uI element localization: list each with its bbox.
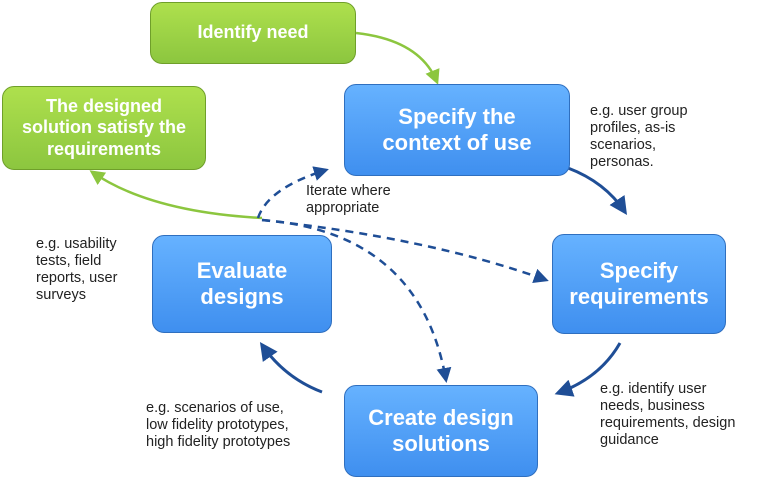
requirements-examples-note: e.g. identify user needs, business requi… <box>600 381 736 448</box>
arrow-requirements-to-solutions <box>554 342 622 397</box>
iterate-note: Iterate where appropriate <box>306 183 391 216</box>
solution-satisfies-box: The designed solution satisfy the requir… <box>2 86 206 170</box>
specify-context-label: Specify the context of use <box>382 104 532 155</box>
dashed-arrow-to-context <box>256 166 329 219</box>
identify-need-box: Identify need <box>150 2 356 64</box>
solution-satisfies-label: The designed solution satisfy the requir… <box>21 96 187 159</box>
dashed-arrow-to-solutions <box>261 218 452 383</box>
specify-requirements-label: Specify requirements <box>569 258 709 309</box>
arrow-solutions-to-evaluate <box>259 342 323 394</box>
arrow-to-solution-satisfied <box>89 170 263 220</box>
solutions-examples-note: e.g. scenarios of use, low fidelity prot… <box>146 400 291 450</box>
create-solutions-box: Create design solutions <box>344 385 538 477</box>
specify-context-box: Specify the context of use <box>344 84 570 176</box>
specify-requirements-box: Specify requirements <box>552 234 726 334</box>
context-examples-note: e.g. user group profiles, as-is scenario… <box>590 103 688 170</box>
arrow-need-to-context <box>355 31 440 85</box>
arrow-context-to-requirements <box>567 166 627 215</box>
evaluate-examples-note: e.g. usability tests, field reports, use… <box>36 236 118 303</box>
evaluate-designs-label: Evaluate designs <box>196 258 288 309</box>
create-solutions-label: Create design solutions <box>368 405 514 456</box>
evaluate-designs-box: Evaluate designs <box>152 235 332 333</box>
identify-need-label: Identify need <box>197 22 309 43</box>
